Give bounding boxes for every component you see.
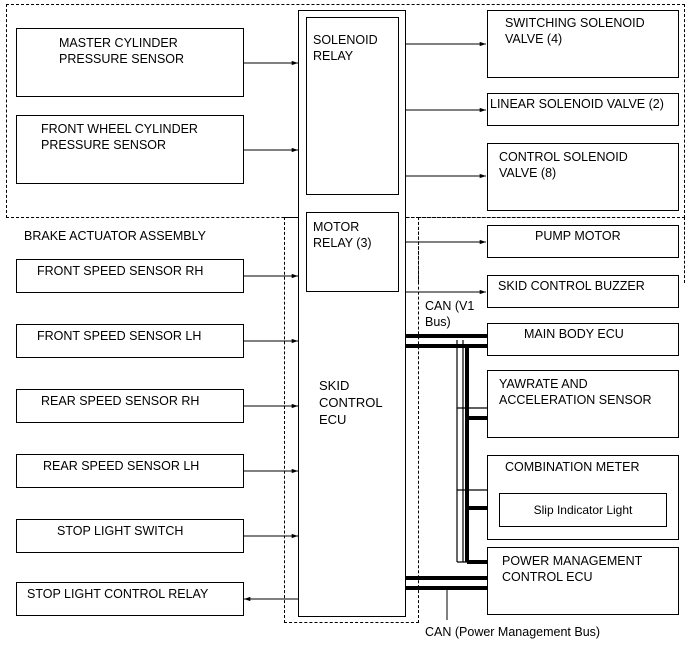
skid-control-ecu-label: SKID CONTROL ECU [319,378,383,427]
can-power-bus [406,576,488,620]
right-output-boundary [418,217,685,283]
stop-light-switch: STOP LIGHT SWITCH [16,519,244,553]
linear-valve-label: LINEAR SOLENOID VALVE (2) [490,97,664,111]
rear-speed-sensor-rh: REAR SPEED SENSOR RH [16,389,244,423]
main-body-ecu: MAIN BODY ECU [487,323,679,356]
main-body-ecu-label: MAIN BODY ECU [524,327,624,341]
front-speed-rh-label: FRONT SPEED SENSOR RH [37,264,204,278]
stop-light-relay-label: STOP LIGHT CONTROL RELAY [27,587,209,601]
front-wheel-cylinder-label: FRONT WHEEL CYLINDER PRESSURE SENSOR [41,122,198,152]
brake-actuator-assembly-label: BRAKE ACTUATOR ASSEMBLY [24,229,207,243]
rear-speed-rh-label: REAR SPEED SENSOR RH [41,394,200,408]
switching-solenoid-valve: SWITCHING SOLENOID VALVE (4) [487,10,679,78]
can-power-bus-label: CAN (Power Management Bus) [425,625,601,639]
yawrate-label: YAWRATE AND ACCELERATION SENSOR [499,377,652,407]
solenoid-relay-label: SOLENOID RELAY [313,33,378,63]
yawrate-acceleration-sensor: YAWRATE AND ACCELERATION SENSOR [487,370,679,438]
solenoid-relay: SOLENOID RELAY [306,17,399,195]
switching-valve-label: SWITCHING SOLENOID VALVE (4) [505,16,645,46]
master-cylinder-label: MASTER CYLINDER PRESSURE SENSOR [59,36,185,66]
motor-relay-label: MOTOR RELAY (3) [313,220,372,250]
can-v1-bus-label: CAN (V1 Bus) [425,299,475,329]
skid-control-buzzer: SKID CONTROL BUZZER [487,275,679,308]
control-valve-label: CONTROL SOLENOID VALVE (8) [499,150,628,180]
control-solenoid-valve: CONTROL SOLENOID VALVE (8) [487,143,679,211]
power-management-control-ecu: POWER MANAGEMENT CONTROL ECU [487,547,679,615]
slip-indicator-light: Slip Indicator Light [499,493,667,527]
linear-solenoid-valve: LINEAR SOLENOID VALVE (2) [487,93,679,126]
rear-speed-lh-label: REAR SPEED SENSOR LH [43,459,200,473]
front-speed-lh-label: FRONT SPEED SENSOR LH [37,329,202,343]
rear-speed-sensor-lh: REAR SPEED SENSOR LH [16,454,244,488]
pump-motor: PUMP MOTOR [487,225,679,258]
master-cylinder-pressure-sensor: MASTER CYLINDER PRESSURE SENSOR [16,28,244,97]
front-speed-sensor-rh: FRONT SPEED SENSOR RH [16,259,244,293]
slip-indicator-label: Slip Indicator Light [533,503,633,517]
power-management-label: POWER MANAGEMENT CONTROL ECU [502,554,643,584]
front-wheel-cylinder-pressure-sensor: FRONT WHEEL CYLINDER PRESSURE SENSOR [16,115,244,184]
front-speed-sensor-lh: FRONT SPEED SENSOR LH [16,324,244,358]
combination-meter-label: COMBINATION METER [505,460,640,474]
can-v1-bus [406,334,500,564]
motor-relay: MOTOR RELAY (3) [306,212,399,292]
stop-light-switch-label: STOP LIGHT SWITCH [57,524,184,538]
pump-motor-label: PUMP MOTOR [535,229,621,243]
stop-light-control-relay: STOP LIGHT CONTROL RELAY [16,582,244,616]
skid-buzzer-label: SKID CONTROL BUZZER [498,279,645,293]
